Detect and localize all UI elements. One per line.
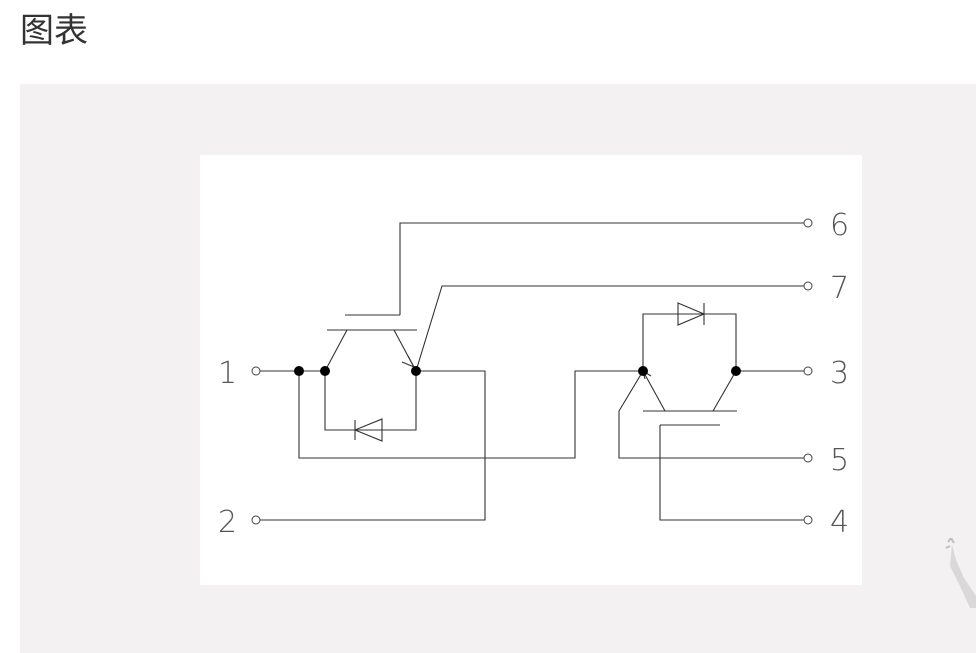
circuit-diagram-svg: 1 2 3 4 5 6 7 — [218, 208, 849, 540]
wire-pin7 — [415, 285, 804, 372]
terminal-pin3 — [803, 366, 813, 376]
section-title: 图表 — [20, 11, 88, 51]
pin-label-4: 4 — [830, 505, 849, 540]
igbt1-emitter-arrow — [401, 355, 416, 369]
wire-pin4 — [659, 424, 804, 521]
diagram-panel: 1 2 3 4 5 6 7 — [20, 84, 976, 653]
junction-dot — [411, 366, 421, 376]
igbt1-collector — [324, 329, 348, 372]
junction-dot — [320, 366, 330, 376]
terminal-pin7 — [803, 281, 813, 291]
terminal-pin1 — [251, 366, 261, 376]
hand-icon — [945, 538, 976, 608]
diode2-symbol — [677, 302, 706, 326]
circuit-diagram: 1 2 3 4 5 6 7 — [200, 155, 862, 585]
igbt1-gate — [345, 222, 804, 316]
junction-dot — [294, 366, 304, 376]
pin-label-2: 2 — [218, 505, 237, 540]
pin-label-1: 1 — [218, 356, 237, 391]
diode2-loop — [642, 313, 737, 371]
pin-label-6: 6 — [830, 208, 849, 243]
pin-label-3: 3 — [830, 356, 849, 391]
pin-label-5: 5 — [830, 443, 849, 478]
terminal-pin4 — [803, 515, 813, 525]
terminal-pin2 — [251, 515, 261, 525]
wire-pin1-loop — [298, 370, 643, 459]
wire-pin2 — [260, 370, 486, 521]
junction-dot — [638, 366, 648, 376]
igbt2-emitter — [642, 370, 666, 412]
junction-dot — [731, 366, 741, 376]
terminal-pin6 — [803, 218, 813, 228]
wire-pin5 — [618, 370, 804, 459]
diode1-loop — [324, 371, 417, 431]
pin-label-7: 7 — [830, 271, 849, 306]
diode1-symbol — [353, 418, 385, 442]
terminal-pin5 — [803, 453, 813, 463]
igbt2-collector — [712, 370, 737, 412]
